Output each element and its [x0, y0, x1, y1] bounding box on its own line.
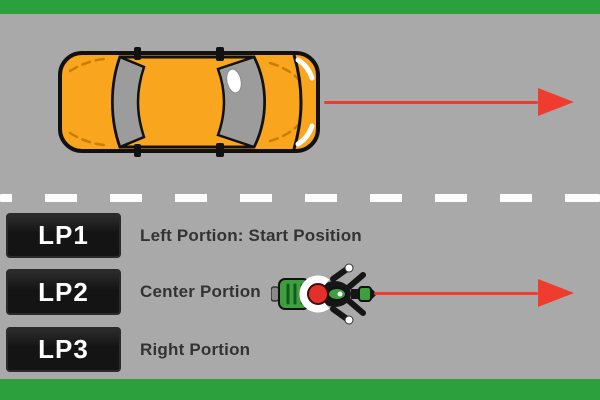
arrow-head-icon: [538, 279, 574, 307]
lp2-label: Center Portion: [140, 282, 261, 301]
top-green-bar: [0, 0, 600, 14]
motorcycle-direction-arrow: [374, 279, 574, 307]
motorcycle-top-view-icon: [271, 263, 377, 325]
arrow-shaft: [374, 291, 538, 295]
lp1-label: Left Portion: Start Position: [140, 225, 362, 245]
car-direction-arrow: [324, 88, 574, 116]
arrow-shaft: [324, 100, 538, 104]
arrow-head-icon: [538, 88, 574, 116]
bottom-green-bar: [0, 379, 600, 400]
car-top-view-icon: [58, 47, 320, 157]
lane-divider-dashed-line: [0, 194, 600, 202]
legend-row-lp1: LP1 Left Portion: Start Position: [6, 213, 594, 258]
lp2-badge: LP2: [6, 269, 121, 315]
lp3-label: Right Portion: [140, 339, 251, 359]
lp1-code: LP1: [38, 220, 89, 250]
lp3-code: LP3: [38, 334, 89, 364]
legend-row-lp3: LP3 Right Portion: [6, 327, 594, 372]
lp2-code: LP2: [38, 276, 89, 307]
lp3-badge: LP3: [6, 327, 121, 372]
legend-row-lp2: LP2 Center Portion: [6, 269, 594, 315]
lp1-badge: LP1: [6, 213, 121, 258]
